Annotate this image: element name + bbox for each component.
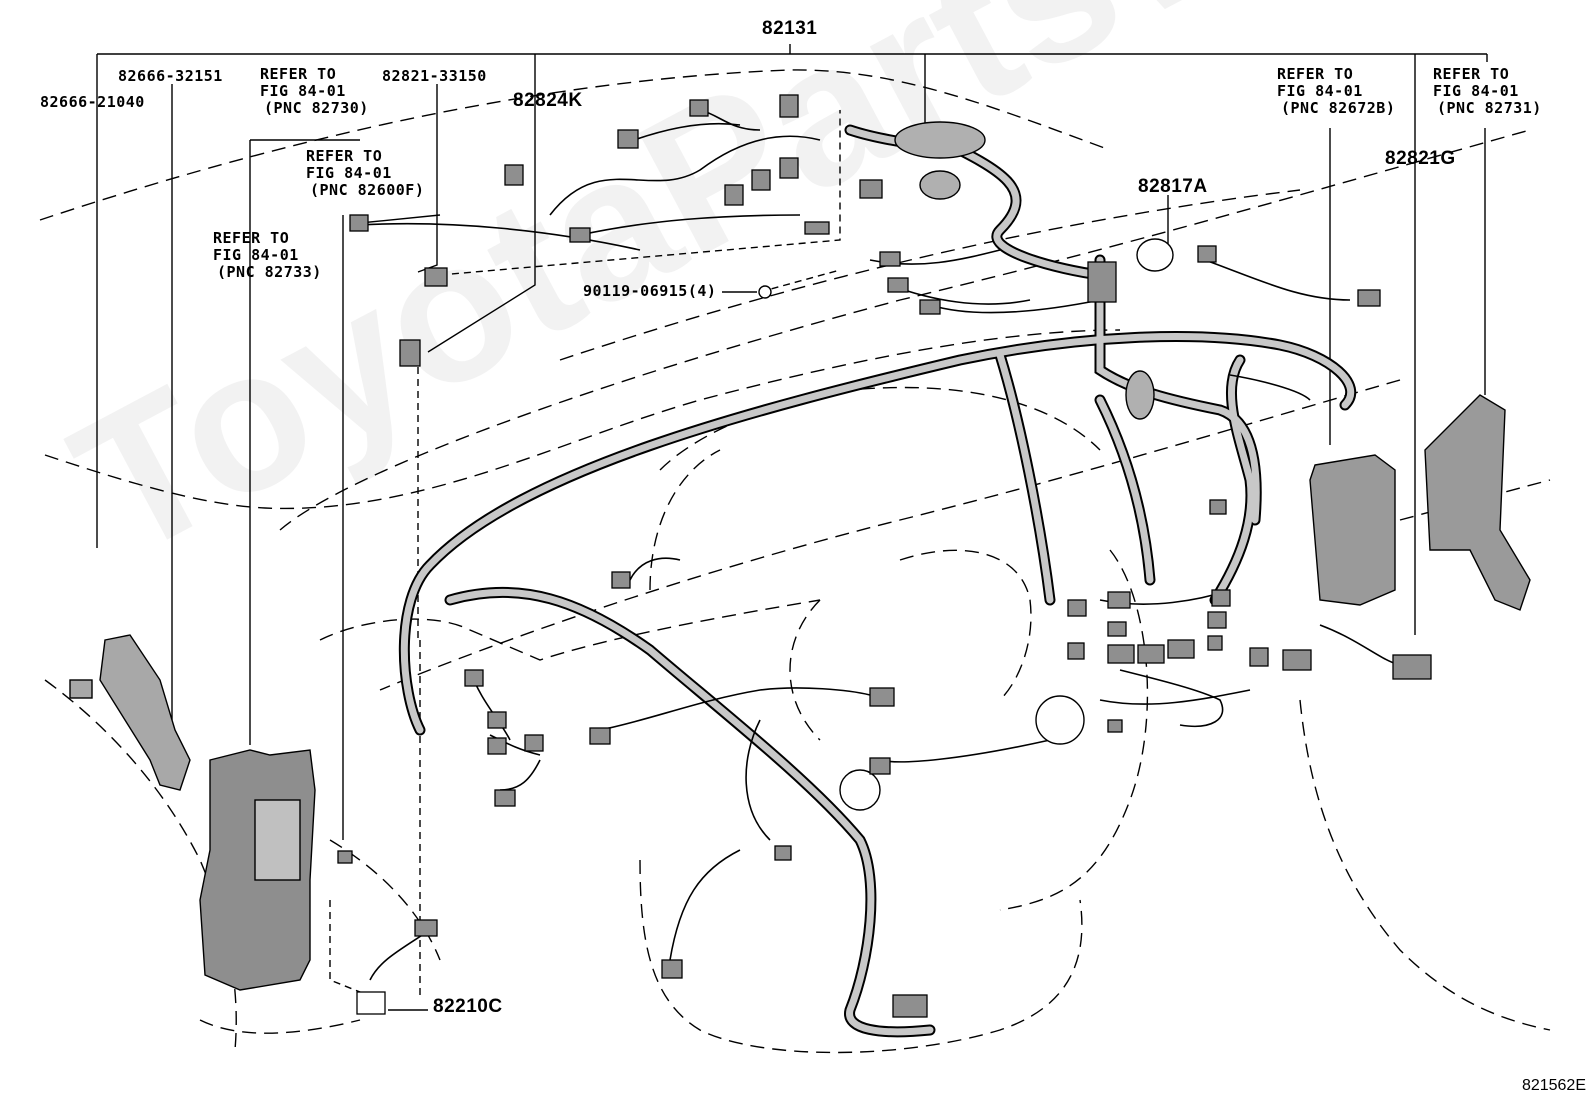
reference-line2: FIG 84-01 xyxy=(260,82,346,100)
junction-block-left xyxy=(69,634,191,791)
connectors xyxy=(337,94,1432,1018)
reference-line1: REFER TO xyxy=(1433,65,1510,83)
reference-line3: (PNC 82672B) xyxy=(1281,99,1396,117)
reference-line1: REFER TO xyxy=(1277,65,1354,83)
label-82666-21040: 82666-21040 xyxy=(40,93,145,111)
main-harness-bracket xyxy=(96,53,1488,635)
reference-line3: (PNC 82731) xyxy=(1437,99,1542,117)
reference-note-82730: REFER TO FIG 84-01 (PNC 82730) xyxy=(260,66,369,117)
reference-line2: FIG 84-01 xyxy=(1433,82,1519,100)
reference-note-82600f: REFER TO FIG 84-01 (PNC 82600F) xyxy=(306,148,424,199)
reference-line2: FIG 84-01 xyxy=(306,164,392,182)
fuse-block-left xyxy=(199,749,316,991)
label-82824k: 82824K xyxy=(513,90,583,111)
harness-trunk xyxy=(398,124,1357,1038)
label-82131: 82131 xyxy=(762,18,818,39)
reference-line3: (PNC 82730) xyxy=(264,99,369,117)
reference-note-82733: REFER TO FIG 84-01 (PNC 82733) xyxy=(213,230,322,281)
label-82821-33150: 82821-33150 xyxy=(382,67,487,85)
ecu-right xyxy=(1309,454,1396,606)
leader-lines xyxy=(171,84,1486,1011)
junction-block-right xyxy=(1424,394,1531,611)
grommet-82817a xyxy=(1136,238,1174,272)
reference-line2: FIG 84-01 xyxy=(1277,82,1363,100)
figure-code: 821562E xyxy=(1521,1077,1586,1094)
reference-line3: (PNC 82600F) xyxy=(310,181,425,199)
label-82817a: 82817A xyxy=(1138,176,1208,197)
label-82821g: 82821G xyxy=(1385,148,1456,169)
label-82210c: 82210C xyxy=(433,996,503,1017)
reference-note-82731: REFER TO FIG 84-01 (PNC 82731) xyxy=(1433,66,1542,117)
reference-note-82672b: REFER TO FIG 84-01 (PNC 82672B) xyxy=(1277,66,1395,117)
reference-line1: REFER TO xyxy=(306,147,383,165)
reference-line2: FIG 84-01 xyxy=(213,246,299,264)
reference-line1: REFER TO xyxy=(213,229,290,247)
label-82666-32151: 82666-32151 xyxy=(118,67,223,85)
label-90119-06915: 90119-06915(4) xyxy=(583,282,717,300)
reference-line3: (PNC 82733) xyxy=(217,263,322,281)
reference-line1: REFER TO xyxy=(260,65,337,83)
